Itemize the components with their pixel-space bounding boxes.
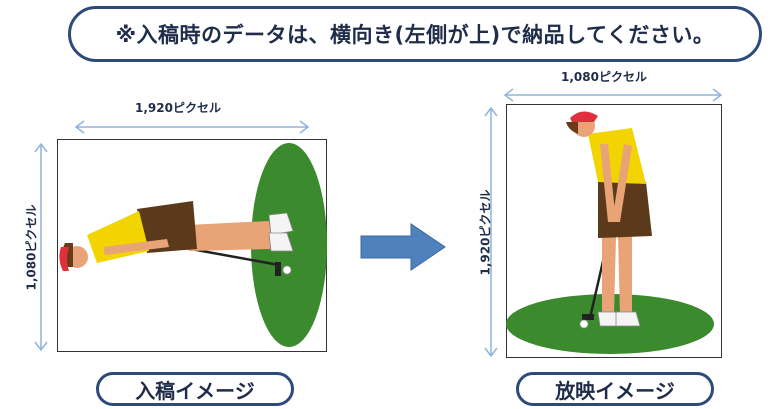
conversion-arrow (360, 223, 446, 271)
instruction-text: ※入稿時のデータは、横向き(左側が上)で納品してください。 (115, 23, 715, 47)
golfer-rotated-image (59, 143, 327, 347)
submission-image-caption: 入稿イメージ (96, 372, 294, 406)
left-width-label: 1,920ピクセル (135, 101, 221, 115)
instruction-banner: ※入稿時のデータは、横向き(左側が上)で納品してください。 (68, 6, 762, 62)
right-height-label: 1,920ピクセル (478, 189, 493, 276)
left-height-label: 1,080ピクセル (24, 204, 39, 291)
right-height-dimension-arrow (484, 106, 498, 358)
right-width-label: 1,080ピクセル (561, 70, 647, 84)
submission-caption-text: 入稿イメージ (135, 378, 255, 403)
golfer-upright-image (506, 111, 714, 354)
broadcast-image-caption: 放映イメージ (516, 372, 714, 406)
left-height-dimension-arrow (34, 142, 48, 352)
left-width-dimension-arrow (74, 120, 310, 134)
broadcast-caption-text: 放映イメージ (555, 378, 675, 403)
right-width-dimension-arrow (503, 88, 723, 102)
